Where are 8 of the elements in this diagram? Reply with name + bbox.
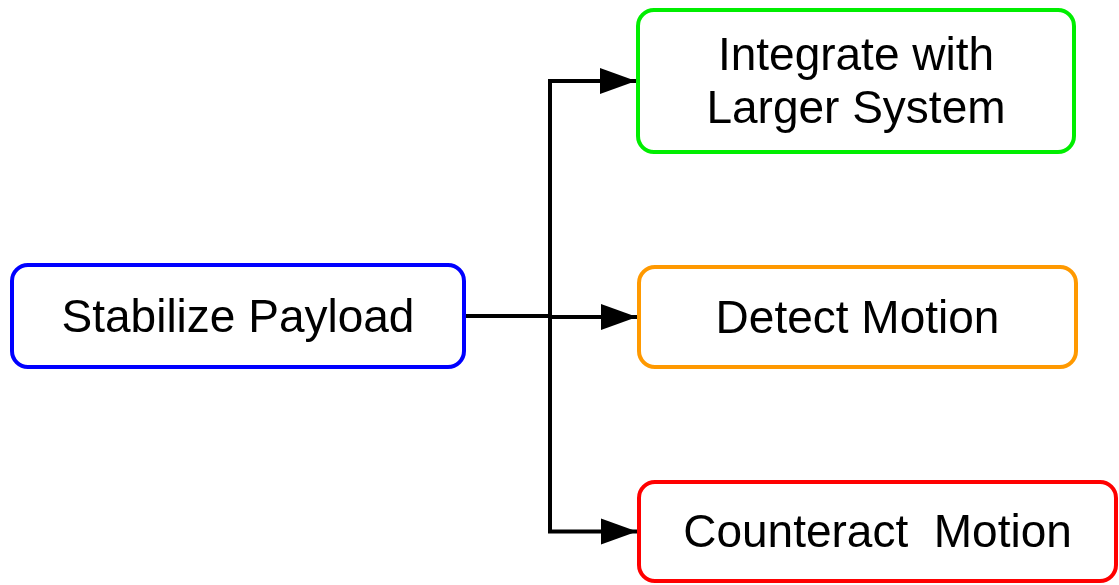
process-box xyxy=(636,8,1076,154)
process-box xyxy=(10,263,466,369)
process-box xyxy=(637,480,1118,583)
box-label: Stabilize Payload xyxy=(60,289,416,343)
box-label: Integrate with Larger System xyxy=(705,28,1007,134)
box-label: Detect Motion xyxy=(714,290,1001,344)
process-box xyxy=(637,265,1078,369)
box-label: Counteract Motion xyxy=(682,505,1073,558)
